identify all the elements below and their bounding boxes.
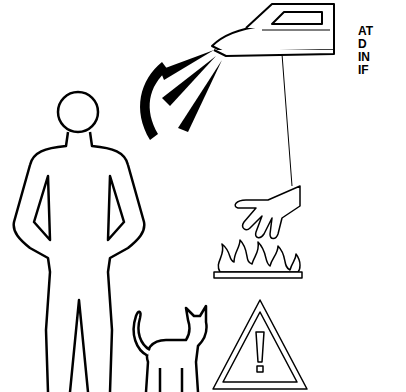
steam-beams (140, 50, 222, 140)
warning-text: IF (358, 64, 369, 77)
cat-symbol (134, 306, 207, 392)
iron-symbol (212, 4, 334, 56)
hand-flame-symbol (214, 186, 302, 278)
leader-line (282, 54, 292, 186)
person-silhouette (14, 92, 145, 392)
warning-text: IN (358, 51, 370, 64)
warning-text: D (358, 38, 367, 51)
warning-text: AT (358, 25, 373, 38)
warning-triangle (213, 300, 307, 389)
